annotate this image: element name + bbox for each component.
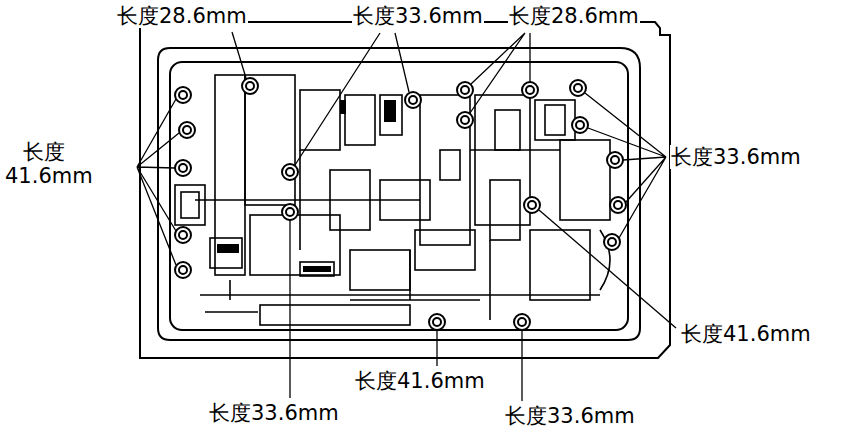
drawing-part [175, 227, 191, 243]
drawing-part [246, 82, 254, 90]
drawing-part [170, 62, 628, 330]
drawing-part [490, 180, 520, 240]
drawing-part [461, 116, 469, 124]
drawing-part [289, 220, 290, 398]
drawing-part [175, 262, 191, 278]
drawing-part [282, 164, 298, 180]
drawing-part [179, 266, 187, 274]
drawing-part [461, 86, 469, 94]
drawing-part [524, 197, 540, 213]
drawing-part [158, 48, 640, 340]
drawing-part [574, 84, 582, 92]
drawing-part [295, 33, 409, 165]
dimension-label: 长度33.6mm [352, 4, 484, 28]
dimension-label: 长度41.6mm [354, 369, 486, 393]
drawing-part [521, 330, 522, 401]
drawing-part [140, 22, 670, 358]
drawing-part [405, 92, 421, 108]
drawing-part [604, 234, 620, 250]
drawing-part [436, 330, 437, 366]
dimension-label: 长度28.6mm [116, 4, 248, 28]
drawing-part [420, 95, 470, 245]
drawing-part [179, 122, 195, 138]
dimension-label: 长度33.6mm [670, 145, 802, 169]
drawing-part [179, 91, 187, 99]
drawing-part [409, 96, 417, 104]
drawing-part [232, 32, 246, 78]
leader-lines [137, 32, 676, 401]
drawing-part [607, 152, 623, 168]
drawing-part [530, 230, 590, 300]
drawing-part [518, 318, 526, 326]
drawing-part [340, 100, 346, 114]
drawing-part [282, 204, 298, 220]
drawing-part [345, 95, 375, 145]
drawing-part [384, 100, 396, 122]
drawing-part [585, 93, 666, 238]
drawing-part [528, 201, 536, 209]
drawing-part [433, 318, 441, 326]
drawing-part [286, 168, 294, 176]
drawing-part [535, 100, 575, 140]
drawing-part [495, 110, 520, 150]
drawing-part [179, 231, 187, 239]
drawing-part [614, 201, 622, 209]
dimension-label: 长度28.6mm [508, 4, 640, 28]
drawing-part [514, 314, 530, 330]
drawing-part [572, 117, 588, 133]
drawing-part [457, 112, 473, 128]
drawing-part [260, 305, 410, 325]
drawing-part [286, 208, 294, 216]
drawing-part [300, 90, 340, 150]
drawing-part [545, 105, 565, 135]
drawing-part [217, 244, 239, 253]
drawing-part [539, 210, 676, 328]
drawing-part [250, 215, 340, 275]
drawing-part [415, 230, 475, 270]
drawing-part [611, 156, 619, 164]
drawing-part [181, 192, 199, 218]
drawing-part [457, 82, 473, 98]
dimension-label: 长度 41.6mm [4, 140, 84, 188]
dimension-label: 长度41.6mm [680, 322, 812, 346]
drawing-part [475, 95, 530, 225]
drawing-part [470, 33, 530, 113]
dimension-label: 长度33.6mm [208, 401, 340, 425]
drawing-part [195, 150, 610, 320]
drawing-part [610, 197, 626, 213]
drawing-part [215, 75, 245, 275]
drawing-part [175, 185, 205, 225]
dimension-label: 长度33.6mm [504, 404, 636, 428]
drawing-part [137, 99, 179, 265]
drawing-part [570, 80, 586, 96]
drawing-part [175, 87, 191, 103]
bolt-holes [175, 78, 626, 330]
drawing-part [179, 164, 187, 172]
drawing-part [560, 140, 610, 220]
drawing-part [440, 150, 460, 180]
drawing-part [303, 266, 331, 272]
drawing-part [210, 238, 242, 268]
drawing-part [576, 121, 584, 129]
drawing-part [350, 250, 410, 290]
filled-ports [217, 100, 396, 272]
housing [140, 22, 670, 358]
drawing-part [608, 238, 616, 246]
drawing-part [242, 78, 258, 94]
drawing-part [522, 82, 538, 98]
drawing-part [183, 126, 191, 134]
drawing-part [380, 95, 402, 135]
drawing-part [300, 262, 334, 276]
drawing-part [526, 86, 534, 94]
drawing-part [175, 160, 191, 176]
valve-passages [175, 75, 610, 325]
drawing-part [429, 314, 445, 330]
